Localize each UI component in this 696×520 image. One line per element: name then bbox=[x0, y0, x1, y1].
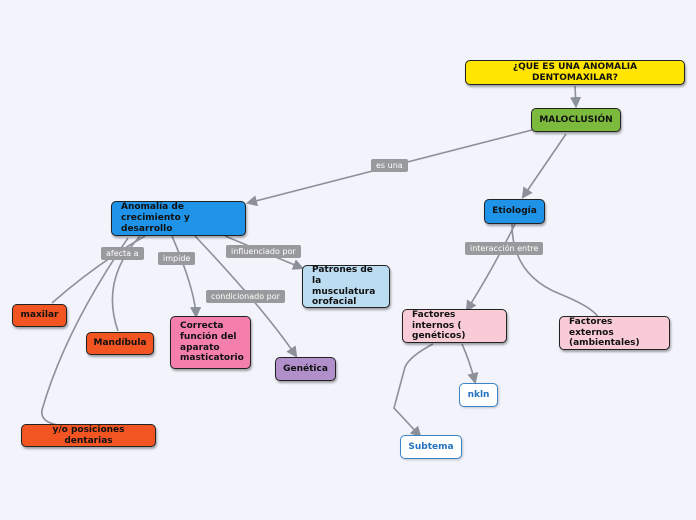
maloclusion-node[interactable]: MALOCLUSIÓN bbox=[531, 108, 621, 132]
link-anomalia-correcta bbox=[171, 235, 202, 319]
label-es-una: es una bbox=[371, 159, 408, 172]
link-internos-nkln bbox=[461, 343, 479, 385]
factores-externos-node[interactable]: Factores externos (ambientales) bbox=[559, 316, 670, 350]
genetica-node[interactable]: Genética bbox=[275, 357, 336, 381]
label-condicionado-por: condicionado por bbox=[206, 290, 285, 303]
etiologia-node[interactable]: Etiología bbox=[484, 199, 545, 224]
patrones-node[interactable]: Patrones de la musculatura orofacial bbox=[302, 265, 390, 308]
maxilar-node[interactable]: maxilar bbox=[12, 304, 67, 327]
posiciones-node[interactable]: y/o posiciones dentarias bbox=[21, 424, 156, 447]
link-internos-subtema bbox=[393, 343, 434, 438]
label-influenciado-por: influenciado por bbox=[226, 245, 301, 258]
link-etiologia-externos bbox=[511, 223, 599, 318]
subtema-node[interactable]: Subtema bbox=[400, 435, 462, 459]
correcta-node[interactable]: Correcta función del aparato masticatori… bbox=[170, 316, 251, 369]
anomalia-node[interactable]: Anomalía de crecimiento y desarrollo bbox=[111, 201, 246, 236]
link-maloclusion-etiologia bbox=[521, 133, 567, 199]
mandibula-node[interactable]: Mandíbula bbox=[86, 332, 154, 355]
link-anomalia-mandibula bbox=[111, 235, 141, 332]
link-anomalia-posiciones bbox=[41, 237, 129, 426]
label-afecta-a: afecta a bbox=[101, 247, 144, 260]
link-etiologia-internos bbox=[465, 223, 516, 312]
factores-internos-node[interactable]: Factores internos ( genéticos) bbox=[402, 309, 507, 343]
label-impide: impide bbox=[158, 252, 196, 265]
label-interaccion-entre: interacción entre bbox=[465, 242, 544, 255]
link-question-maloclusion bbox=[569, 85, 582, 109]
nkln-node[interactable]: nkln bbox=[459, 383, 498, 407]
question-node[interactable]: ¿QUE ES UNA ANOMALIA DENTOMAXILAR? bbox=[465, 60, 685, 85]
